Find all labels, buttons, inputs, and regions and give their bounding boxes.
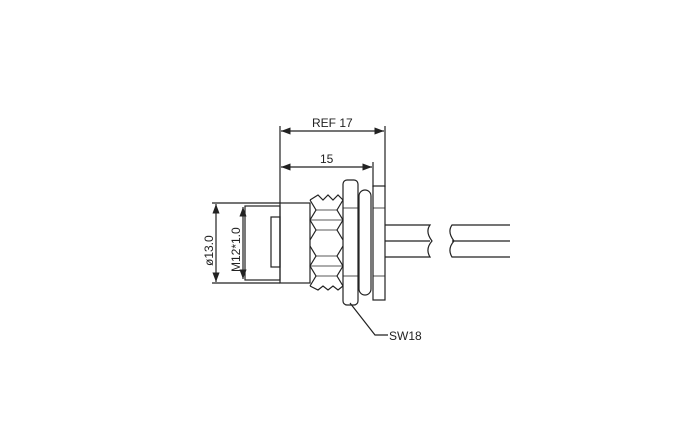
dimension-thread-label: M12*1.0: [229, 227, 243, 272]
cable-wires: [385, 224, 510, 258]
connector-body: [279, 202, 311, 284]
hex-nut: [342, 179, 359, 306]
front-key: [270, 216, 281, 268]
o-ring: [358, 189, 372, 296]
flange: [372, 185, 386, 301]
dimension-diameter-label: ø13.0: [202, 235, 216, 266]
thread-section: [309, 194, 344, 291]
dimension-overall-label: REF 17: [312, 116, 353, 130]
wrench-size-label: SW18: [389, 329, 422, 343]
dimension-body-label: 15: [320, 152, 334, 166]
wrench-leader-line: [349, 302, 388, 336]
